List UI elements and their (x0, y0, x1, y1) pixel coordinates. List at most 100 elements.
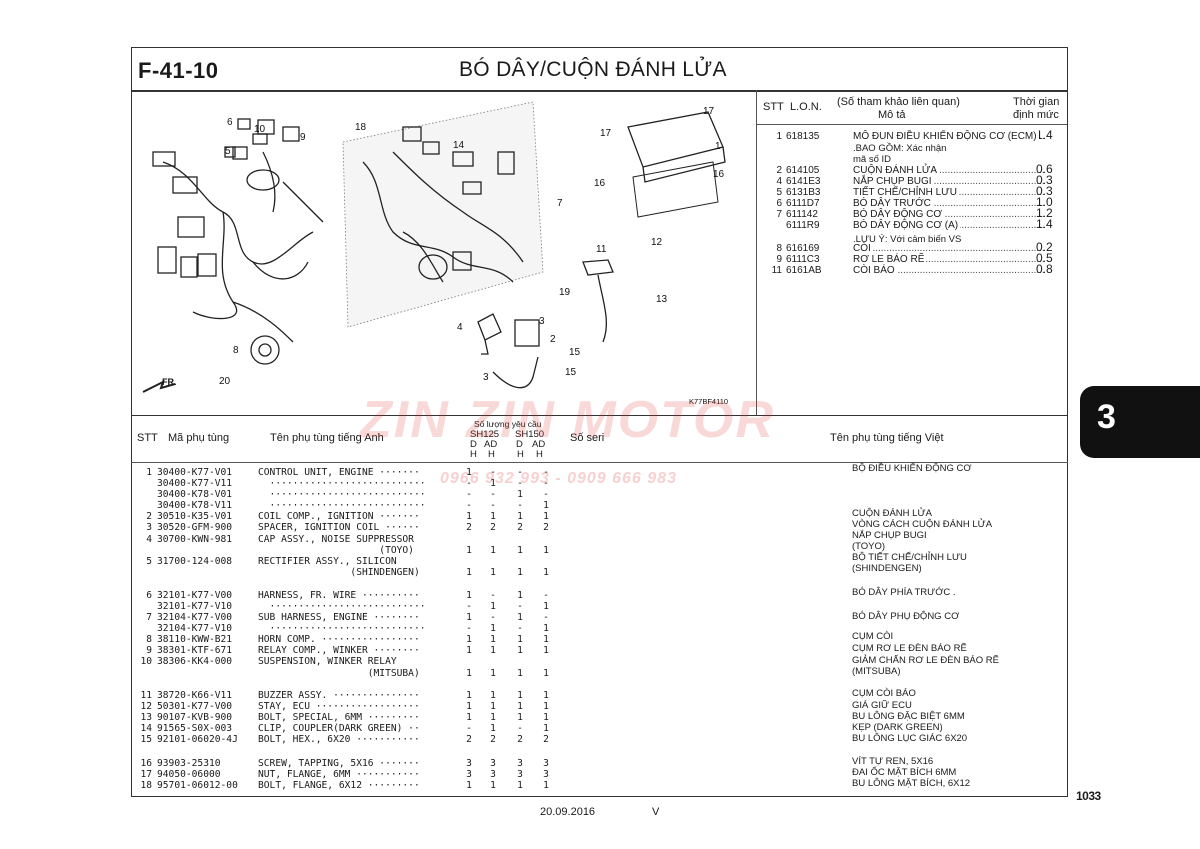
ref-dots: ........................................… (853, 176, 1045, 187)
ref-time: 0.6 (1036, 162, 1053, 176)
col-d-1: D (470, 439, 477, 450)
row-qty: 1 (490, 601, 496, 612)
svg-text:15: 15 (565, 367, 577, 378)
row-qty: 3 (466, 758, 472, 769)
row-name-vn: BU LÔNG ĐẶC BIỆT 6MM (852, 711, 965, 722)
row-part-number: 30700-KWN-981 (157, 534, 233, 545)
row-part-number: 30510-K35-V01 (157, 511, 233, 522)
row-name-en: SUSPENSION, WINKER RELAY (258, 656, 397, 667)
row-part-number: 32104-K77-V10 (157, 623, 233, 634)
ref-lon: 6111D7 (786, 198, 820, 209)
row-name-vn: BÓ DÂY PHỤ ĐỘNG CƠ (852, 611, 960, 622)
row-qty: 1 (517, 567, 523, 578)
row-qty: 1 (490, 723, 496, 734)
row-name-vn: (TOYO) (852, 541, 886, 552)
row-qty: 1 (490, 634, 496, 645)
row-part-number: 90107-KVB-900 (157, 712, 233, 723)
row-qty: 1 (543, 511, 549, 522)
row-qty: 1 (466, 612, 472, 623)
row-stt: 11 (140, 690, 152, 701)
row-name-en: NUT, FLANGE, 6MM ··········· (258, 769, 420, 780)
row-stt: 3 (146, 522, 152, 533)
parts-col-partno: Mã phụ tùng (168, 432, 230, 444)
ref-dots: ........................................… (853, 165, 1045, 176)
figure-code: F-41-10 (138, 58, 219, 83)
row-part-number: 93903-25310 (157, 758, 221, 769)
row-qty: 1 (543, 668, 549, 679)
row-qty: 1 (466, 780, 472, 791)
row-qty: 2 (490, 734, 496, 745)
row-qty: 1 (543, 690, 549, 701)
row-qty: 1 (466, 690, 472, 701)
ref-lon: 614105 (786, 165, 820, 176)
svg-text:2: 2 (550, 334, 556, 345)
row-qty: 1 (466, 567, 472, 578)
page-title: BÓ DÂY/CUỘN ĐÁNH LỬA (459, 58, 727, 81)
row-qty: 1 (543, 712, 549, 723)
row-name-en: HARNESS, FR. WIRE ·········· (258, 590, 420, 601)
row-name-vn: CỤM RƠ LE ĐÈN BÁO RẼ (852, 643, 967, 654)
row-qty: - (517, 623, 523, 634)
ref-col-stt: STT (763, 101, 784, 113)
row-qty: 2 (466, 734, 472, 745)
row-name-vn: BÓ DÂY PHÍA TRƯỚC . (852, 587, 956, 598)
ref-lon: 6141E3 (786, 176, 821, 187)
ref-dots: ........................................… (853, 209, 1045, 220)
ref-time: 0.2 (1036, 240, 1053, 254)
svg-text:8: 8 (233, 345, 239, 356)
svg-text:1: 1 (715, 141, 721, 152)
row-qty: - (490, 467, 496, 478)
ref-col-lon: L.O.N. (790, 101, 822, 113)
ref-desc: NẮP CHỤP BUGI (853, 176, 934, 187)
exploded-diagram: 18 6 10 9 5 14 7 17 17 1 16 16 12 11 13 … (142, 101, 728, 406)
row-name-vn: CUỘN ĐÁNH LỬA (852, 508, 932, 519)
row-qty: - (517, 723, 523, 734)
row-stt: 15 (140, 734, 152, 745)
row-name-vn: KẸP (DARK GREEN) (852, 722, 943, 733)
row-qty: - (517, 500, 523, 511)
row-name-en: RELAY COMP., WINKER ········ (258, 645, 420, 656)
table-divider (131, 415, 1068, 417)
row-qty: 1 (466, 668, 472, 679)
row-name-en: HORN COMP. ················· (258, 634, 420, 645)
row-name-en: ··························· (258, 601, 426, 612)
ref-row: 56131B3.................................… (760, 185, 1053, 198)
ref-lon: 616169 (786, 243, 820, 254)
row-stt: 12 (140, 701, 152, 712)
col-h-4: H (536, 449, 543, 460)
row-qty: - (543, 590, 549, 601)
row-stt: 4 (146, 534, 152, 545)
row-name-vn: GIẢM CHẤN RƠ LE ĐÈN BÁO RẼ (852, 655, 999, 666)
row-qty: 1 (490, 690, 496, 701)
row-name-en: BUZZER ASSY. ··············· (258, 690, 420, 701)
row-stt: 17 (140, 769, 152, 780)
row-name-en: (MITSUBA) (258, 668, 420, 679)
row-qty: 1 (490, 567, 496, 578)
ref-no: 1 (776, 131, 782, 142)
diagram-code: K77BF4110 (689, 397, 728, 406)
ref-note-id: mã số ID (853, 154, 892, 165)
svg-text:17: 17 (600, 128, 612, 139)
row-qty: - (466, 601, 472, 612)
ref-note-includes: .BAO GỒM: Xác nhận (853, 143, 947, 154)
ref-lon: 6131B3 (786, 187, 821, 198)
ref-dots: ........................................… (853, 254, 1045, 265)
row-qty: - (490, 590, 496, 601)
row-part-number: 92101-06020-4J (157, 734, 238, 745)
ref-no: 6 (776, 198, 782, 209)
row-qty: 1 (490, 668, 496, 679)
col-h-1: H (470, 449, 477, 460)
section-tab (1080, 386, 1200, 458)
